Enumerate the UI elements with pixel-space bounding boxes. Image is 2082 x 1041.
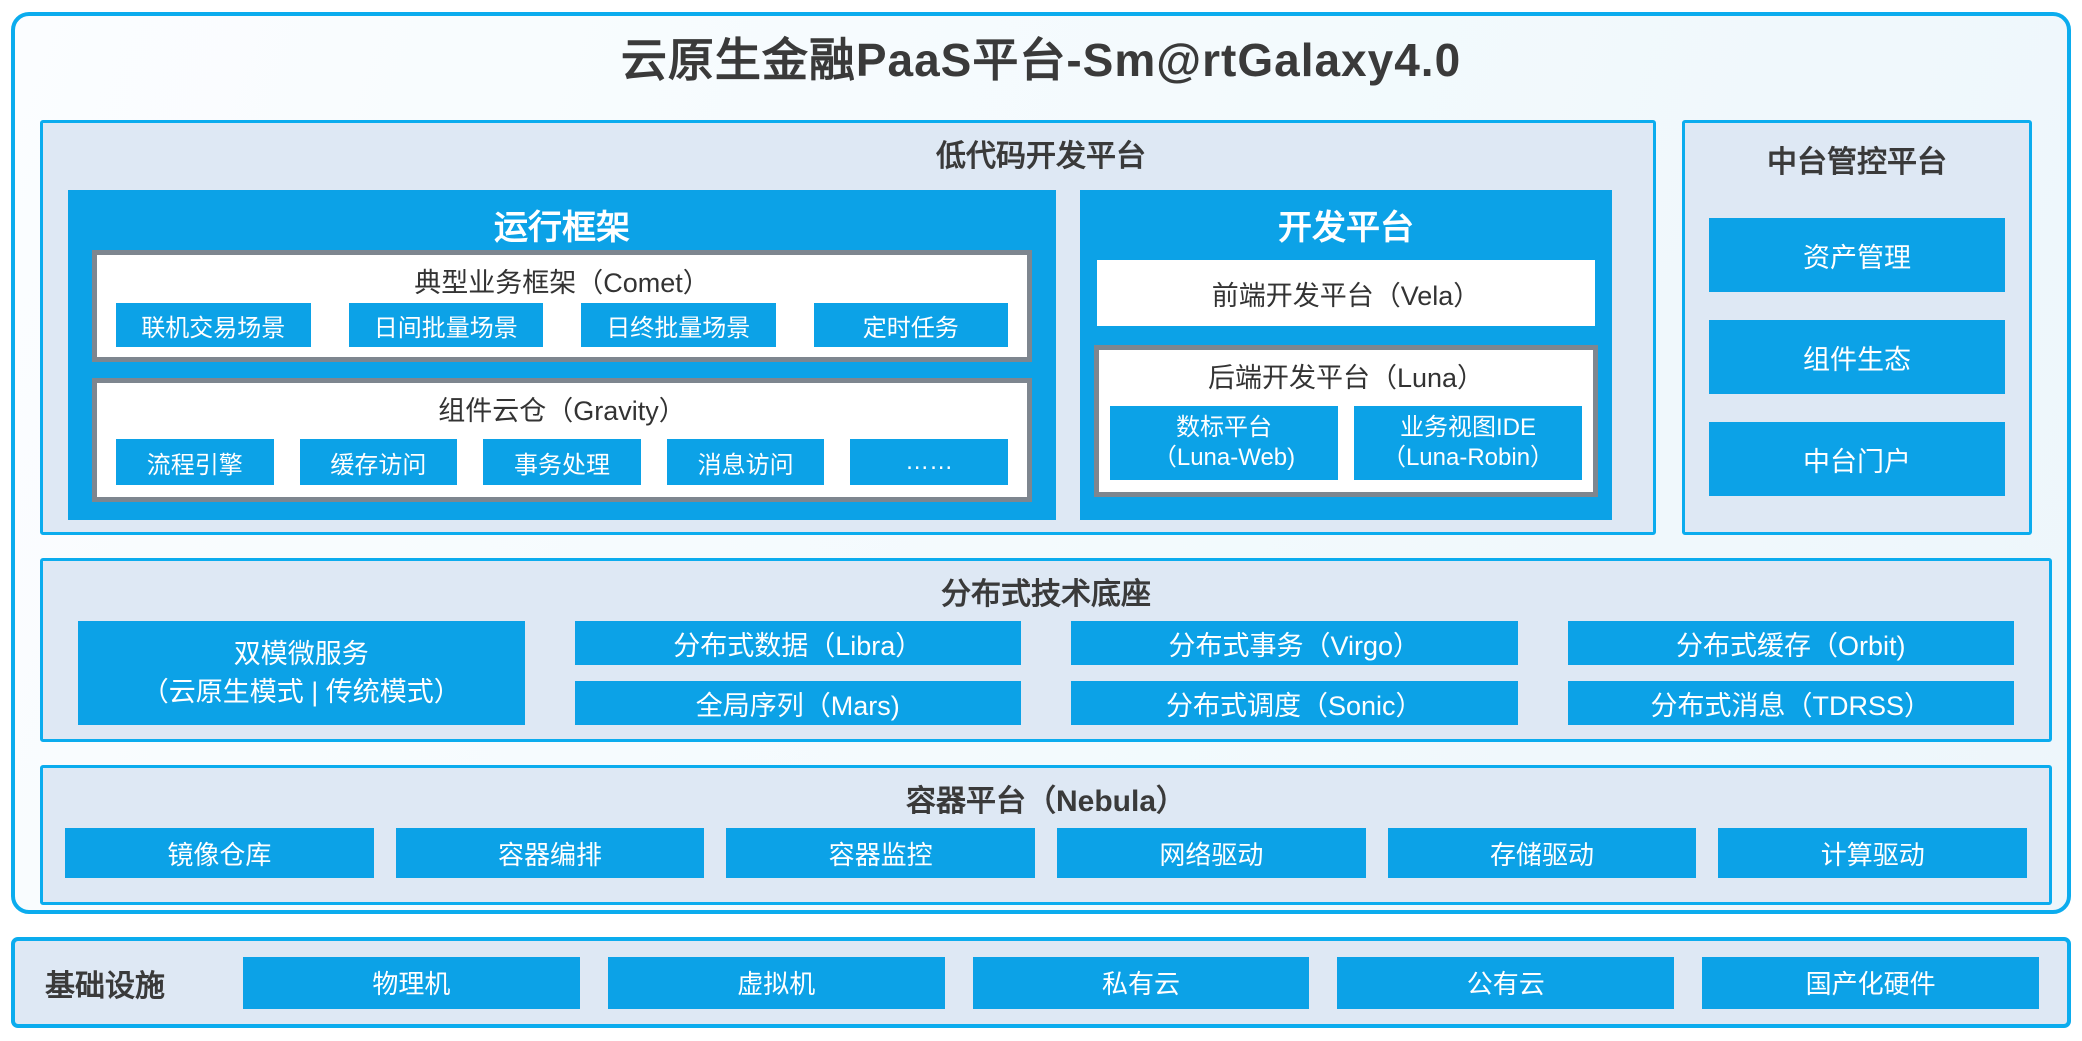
comet-item-scheduled-task: 定时任务	[813, 303, 1008, 347]
panel-distributed: 分布式技术底座 双模微服务 （云原生模式 | 传统模式） 分布式数据（Libra…	[40, 558, 2052, 742]
diagram-title: 云原生金融PaaS平台-Sm@rtGalaxy4.0	[620, 34, 1462, 86]
lowcode-header: 低代码开发平台	[936, 140, 1146, 173]
midplatform-items: 资产管理 组件生态 中台门户	[1709, 218, 2005, 496]
comet-title: 典型业务框架（Comet）	[414, 268, 710, 298]
luna-item-web-name: 数标平台	[1176, 414, 1272, 441]
midplatform-item-component-eco: 组件生态	[1709, 320, 2005, 394]
dist-item-libra: 分布式数据（Libra）	[574, 621, 1021, 665]
container-item-image-registry: 镜像仓库	[65, 828, 374, 878]
infrastructure-items: 物理机 虚拟机 私有云 公有云 国产化硬件	[243, 956, 2039, 1009]
infrastructure-header: 基础设施	[45, 969, 165, 1003]
infra-item-domestic-hardware: 国产化硬件	[1702, 956, 2039, 1009]
luna-item-web-code: （Luna-Web)	[1152, 444, 1296, 471]
panel-midplatform: 中台管控平台 资产管理 组件生态 中台门户	[1682, 120, 2032, 535]
midplatform-header: 中台管控平台	[1767, 146, 1947, 179]
container-platform-items: 镜像仓库 容器编排 容器监控 网络驱动 存储驱动 计算驱动	[65, 828, 2028, 878]
distributed-col-2: 分布式事务（Virgo） 分布式调度（Sonic）	[1071, 621, 1518, 725]
gravity-box: 组件云仓（Gravity） 流程引擎 缓存访问 事务处理 消息访问 ……	[92, 378, 1032, 502]
comet-item-online-trade: 联机交易场景	[116, 303, 311, 347]
container-platform-header: 容器平台（Nebula）	[905, 785, 1187, 818]
runtime-framework-panel: 运行框架 典型业务框架（Comet） 联机交易场景 日间批量场景 日终批量场景 …	[68, 190, 1056, 520]
comet-item-eod-batch: 日终批量场景	[581, 303, 776, 347]
comet-item-daytime-batch: 日间批量场景	[348, 303, 543, 347]
container-item-compute-driver: 计算驱动	[1718, 828, 2028, 878]
infra-item-public-cloud: 公有云	[1337, 956, 1675, 1009]
gravity-item-transaction: 事务处理	[483, 439, 641, 485]
vela-box: 前端开发平台（Vela）	[1097, 260, 1595, 326]
dist-item-orbit: 分布式缓存（Orbit)	[1567, 621, 2014, 665]
dist-item-virgo: 分布式事务（Virgo）	[1071, 621, 1518, 665]
dev-platform-header: 开发平台	[1278, 209, 1414, 247]
midplatform-item-portal: 中台门户	[1709, 422, 2005, 496]
distributed-col-3: 分布式缓存（Orbit) 分布式消息（TDRSS）	[1567, 621, 2014, 725]
luna-item-robin-code: （Luna-Robin）	[1381, 444, 1555, 471]
distributed-header: 分布式技术底座	[941, 578, 1151, 611]
luna-items: 数标平台 （Luna-Web) 业务视图IDE （Luna-Robin）	[1110, 406, 1582, 480]
midplatform-item-asset-mgmt: 资产管理	[1709, 218, 2005, 292]
gravity-items: 流程引擎 缓存访问 事务处理 消息访问 ……	[116, 439, 1008, 485]
luna-box: 后端开发平台（Luna） 数标平台 （Luna-Web) 业务视图IDE （Lu…	[1094, 345, 1598, 497]
luna-item-web: 数标平台 （Luna-Web)	[1110, 406, 1338, 480]
main-frame: 云原生金融PaaS平台-Sm@rtGalaxy4.0 低代码开发平台 运行框架 …	[11, 12, 2071, 914]
dist-item-sonic: 分布式调度（Sonic）	[1071, 681, 1518, 725]
distributed-col-1: 分布式数据（Libra） 全局序列（Mars)	[574, 621, 1021, 725]
distributed-grid: 双模微服务 （云原生模式 | 传统模式） 分布式数据（Libra） 全局序列（M…	[78, 621, 2014, 725]
gravity-item-more: ……	[850, 439, 1008, 485]
infra-item-private-cloud: 私有云	[972, 956, 1310, 1009]
dual-mode-line2: （云原生模式 | 传统模式）	[141, 677, 461, 707]
gravity-item-process-engine: 流程引擎	[116, 439, 274, 485]
infra-item-virtual-machine: 虚拟机	[607, 956, 945, 1009]
dev-platform-panel: 开发平台 前端开发平台（Vela） 后端开发平台（Luna） 数标平台 （Lun…	[1080, 190, 1612, 520]
dist-item-mars: 全局序列（Mars)	[574, 681, 1021, 725]
comet-box: 典型业务框架（Comet） 联机交易场景 日间批量场景 日终批量场景 定时任务	[92, 250, 1032, 362]
gravity-title: 组件云仓（Gravity）	[438, 396, 686, 426]
comet-items: 联机交易场景 日间批量场景 日终批量场景 定时任务	[116, 303, 1008, 347]
panel-lowcode: 低代码开发平台 运行框架 典型业务框架（Comet） 联机交易场景 日间批量场景…	[40, 120, 1656, 535]
infra-item-physical-machine: 物理机	[243, 956, 580, 1009]
luna-item-robin: 业务视图IDE （Luna-Robin）	[1354, 406, 1582, 480]
panel-infrastructure: 基础设施 物理机 虚拟机 私有云 公有云 国产化硬件	[11, 937, 2071, 1028]
container-item-network-driver: 网络驱动	[1057, 828, 1366, 878]
container-item-orchestration: 容器编排	[395, 828, 705, 878]
luna-title: 后端开发平台（Luna）	[1207, 363, 1485, 393]
luna-item-robin-name: 业务视图IDE	[1399, 414, 1536, 441]
container-item-storage-driver: 存储驱动	[1387, 828, 1697, 878]
dual-mode-line1: 双模微服务	[233, 639, 369, 669]
gravity-item-cache-access: 缓存访问	[299, 439, 458, 485]
panel-container-platform: 容器平台（Nebula） 镜像仓库 容器编排 容器监控 网络驱动 存储驱动 计算…	[40, 765, 2052, 905]
runtime-framework-header: 运行框架	[494, 209, 630, 247]
dist-item-dual-mode-microservice: 双模微服务 （云原生模式 | 传统模式）	[78, 621, 525, 725]
container-item-monitoring: 容器监控	[726, 828, 1036, 878]
dist-item-tdrss: 分布式消息（TDRSS）	[1567, 681, 2014, 725]
gravity-item-message-access: 消息访问	[666, 439, 825, 485]
